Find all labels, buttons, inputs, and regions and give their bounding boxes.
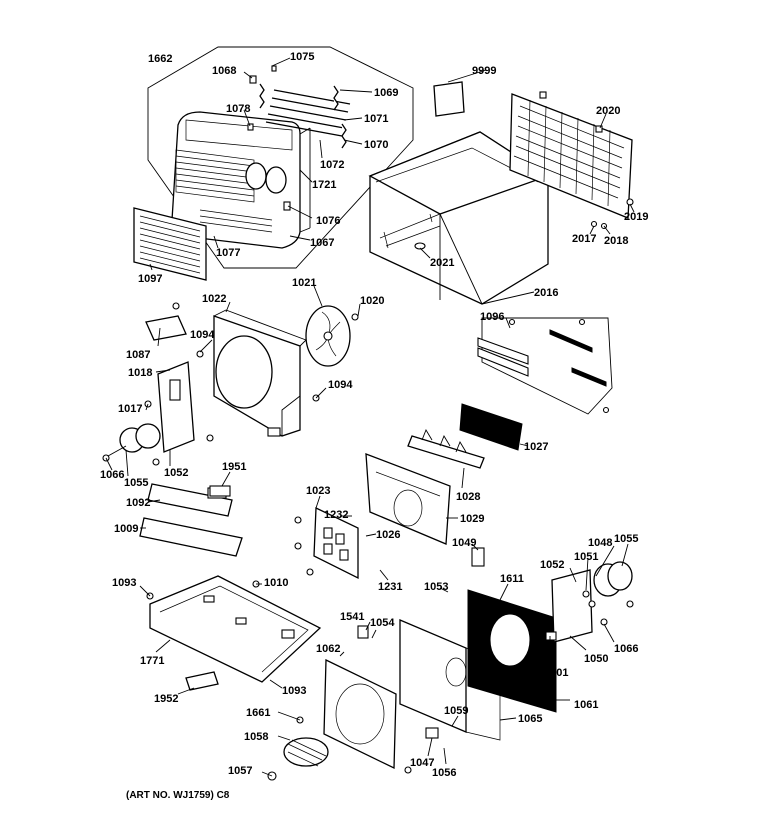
blower-wheel-part (305, 305, 359, 367)
label-2017: 2017 (572, 233, 596, 245)
label-1047: 1047 (410, 757, 434, 769)
base-pan-part (146, 575, 322, 683)
back-panel-part (399, 619, 501, 741)
instruction-card-part (433, 81, 465, 117)
label-1661: 1661 (246, 707, 270, 719)
label-1054: 1054 (370, 617, 395, 629)
rail-assembly (477, 318, 610, 414)
label-1055-a: 1055 (124, 477, 148, 489)
label-1771: 1771 (140, 655, 164, 667)
label-1026: 1026 (376, 529, 400, 541)
label-1611: 1611 (500, 573, 524, 585)
label-1096: 1096 (480, 311, 504, 323)
label-1048: 1048 (588, 537, 612, 549)
label-1071: 1071 (364, 113, 388, 125)
rail-group-boundary (481, 317, 613, 415)
label-1028: 1028 (456, 491, 480, 503)
label-1052-a: 1052 (164, 467, 188, 479)
part-labels: 1662 1075 1068 1069 1078 1071 1070 1072 … (100, 51, 648, 779)
part-1047 (425, 727, 439, 739)
label-1952: 1952 (154, 693, 178, 705)
outer-cabinet-part (368, 131, 550, 305)
label-1094-b: 1094 (328, 379, 353, 391)
label-2018: 2018 (604, 235, 628, 247)
label-1951: 1951 (222, 461, 246, 473)
label-1541: 1541 (340, 611, 364, 623)
evaporator-part (459, 403, 523, 451)
label-1065: 1065 (518, 713, 542, 725)
label-1021: 1021 (292, 277, 316, 289)
label-1020: 1020 (360, 295, 384, 307)
label-1232: 1232 (324, 509, 348, 521)
label-1501: 1501 (544, 667, 568, 679)
label-1092: 1092 (126, 497, 150, 509)
indoor-shroud-part (213, 309, 307, 437)
label-1056: 1056 (432, 767, 456, 779)
label-1061: 1061 (574, 699, 598, 711)
outdoor-shroud-part (296, 658, 412, 774)
label-1009: 1009 (114, 523, 138, 535)
bracket-1028-part (407, 428, 485, 469)
part-1049 (471, 547, 485, 567)
label-1721: 1721 (312, 179, 336, 191)
louver-assembly (247, 65, 351, 149)
label-1097: 1097 (138, 273, 162, 285)
leader-lines (105, 57, 635, 777)
label-1029: 1029 (460, 513, 484, 525)
label-1018: 1018 (128, 367, 152, 379)
label-1062: 1062 (316, 643, 340, 655)
label-1066-a: 1066 (100, 469, 124, 481)
label-1068: 1068 (212, 65, 236, 77)
label-1022: 1022 (202, 293, 226, 305)
label-1093-b: 1093 (282, 685, 306, 697)
air-filter-part (133, 207, 207, 281)
label-1077: 1077 (216, 247, 240, 259)
label-1087: 1087 (126, 349, 150, 361)
label-1055-b: 1055 (614, 533, 638, 545)
label-2020: 2020 (596, 105, 620, 117)
condenser-fan-part (267, 737, 329, 781)
label-1059: 1059 (444, 705, 468, 717)
part-1541 (357, 625, 369, 639)
label-1067: 1067 (310, 237, 334, 249)
label-1093-a: 1093 (112, 577, 136, 589)
fan-motor-part (545, 561, 634, 643)
label-1051: 1051 (574, 551, 598, 563)
label-1075: 1075 (290, 51, 314, 63)
partition-part (365, 453, 451, 545)
label-1027: 1027 (524, 441, 548, 453)
label-1078: 1078 (226, 103, 250, 115)
label-1058: 1058 (244, 731, 268, 743)
control-panel-part (294, 506, 359, 580)
condenser-coil-part (467, 589, 557, 713)
label-1050: 1050 (584, 653, 608, 665)
label-1231: 1231 (378, 581, 402, 593)
label-9999: 9999 (472, 65, 496, 77)
front-grille-part (171, 111, 311, 249)
rear-grille-part (509, 91, 634, 230)
art-number-caption: (ART NO. WJ1759) C8 (126, 790, 230, 801)
label-1017: 1017 (118, 403, 142, 415)
label-2021: 2021 (430, 257, 454, 269)
label-1072: 1072 (320, 159, 344, 171)
label-2016: 2016 (534, 287, 558, 299)
label-1076: 1076 (316, 215, 340, 227)
label-1094-a: 1094 (190, 329, 215, 341)
label-1052-b: 1052 (540, 559, 564, 571)
label-1010: 1010 (264, 577, 288, 589)
part-1951 (209, 485, 231, 497)
label-1066-b: 1066 (614, 643, 638, 655)
label-1057: 1057 (228, 765, 252, 777)
label-1662: 1662 (148, 53, 172, 65)
label-1069: 1069 (374, 87, 398, 99)
label-1053: 1053 (424, 581, 448, 593)
label-1049: 1049 (452, 537, 476, 549)
cover-1952-part (185, 671, 219, 691)
label-1023: 1023 (306, 485, 330, 497)
motor-bracket-part (102, 302, 320, 466)
label-2019: 2019 (624, 211, 648, 223)
label-1070: 1070 (364, 139, 388, 151)
